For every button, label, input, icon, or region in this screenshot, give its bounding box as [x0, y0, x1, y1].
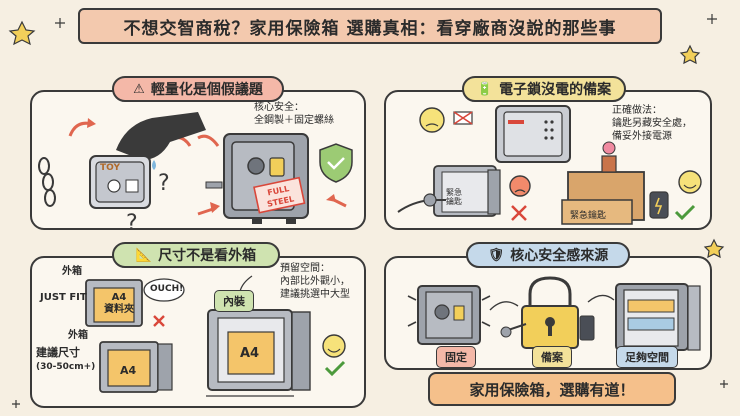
toy-safe-illustration: ? ? FULL STEEL: [38, 112, 353, 236]
heading-size-check: 📐 尺寸不是看外箱: [112, 242, 280, 268]
outer-box-label-2: 外箱: [68, 330, 88, 341]
suggested-size-label: 建議尺寸 (30-50cm+): [36, 346, 96, 372]
just-fit-label: JUST FIT: [40, 292, 87, 303]
ruler-icon: 📐: [135, 247, 153, 263]
tag-fixed: 固定: [436, 346, 476, 368]
tag-space: 足夠空間: [616, 346, 678, 368]
svg-text:?: ?: [126, 211, 138, 236]
core-safety-note: 核心安全： 全鋼製＋固定螺絲: [254, 102, 334, 126]
outer-box-label-1: 外箱: [62, 266, 82, 277]
folder-a4-label: A4 資料夾: [104, 292, 134, 315]
footer-text: 家用保險箱，選購有道！: [469, 380, 635, 399]
title-banner: 不想交智商稅？家用保險箱 選購真相：看穿廠商沒說的那些事: [78, 8, 662, 44]
warning-icon: ⚠: [133, 81, 145, 97]
size-illustration: [85, 275, 346, 397]
battery-backup-illustration: [397, 105, 702, 225]
page-title: 不想交智商稅？家用保險箱 選購真相：看穿廠商沒說的那些事: [123, 18, 617, 39]
drawer-label: 緊急鑰匙: [570, 211, 607, 221]
reserve-space-note: 預留空間： 內部比外觀小， 建議挑選中大型: [280, 263, 350, 300]
shield-icon: 🛡: [487, 247, 505, 263]
battery-icon: 🔋: [476, 81, 494, 97]
heading-core-security: 🛡 核心安全感來源: [466, 242, 630, 268]
a4-big-label: A4: [240, 346, 260, 361]
inner-tag: 內裝: [214, 290, 254, 312]
heading-lightweight-myth: ⚠ 輕量化是個假議題: [112, 76, 284, 102]
toy-label: TOY: [100, 163, 120, 173]
svg-text:?: ?: [158, 171, 170, 196]
tag-backup: 備案: [532, 346, 572, 368]
ouch-bubble: OUCH!: [150, 284, 184, 294]
a4-small-label: A4: [120, 364, 137, 377]
correct-method-note: 正確做法： 鑰匙另藏安全處， 備妥外接電源: [612, 105, 692, 142]
footer-banner: 家用保險箱，選購有道！: [428, 372, 676, 406]
core-security-illustration: [407, 276, 701, 351]
emergency-key-tag: 緊急 鑰匙: [446, 188, 462, 206]
heading-battery-backup: 🔋 電子鎖沒電的備案: [462, 76, 626, 102]
